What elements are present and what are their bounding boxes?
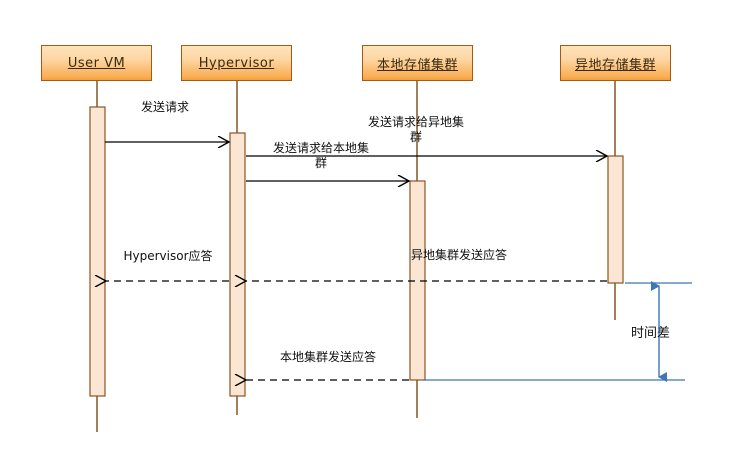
participant-label-user-vm: User VM	[67, 55, 126, 71]
message-label-m6: 本地集群发送应答	[279, 350, 376, 364]
participant-label-hypervisor: Hypervisor	[198, 55, 275, 71]
participant-local-cluster[interactable]: 本地存储集群	[362, 45, 473, 81]
participant-user-vm[interactable]: User VM	[41, 45, 152, 81]
message-label-m1: 发送请求	[140, 100, 189, 114]
message-label-m4: 异地集群发送应答	[410, 248, 507, 262]
message-label-m3: 发送请求给本地集 群	[272, 141, 369, 170]
activation-hypervisor	[229, 132, 246, 397]
activation-user-vm	[89, 106, 106, 397]
time-difference-label: 时间差	[631, 326, 671, 341]
participant-label-remote-cluster: 异地存储集群	[574, 57, 656, 73]
participant-remote-cluster[interactable]: 异地存储集群	[560, 45, 671, 81]
message-label-m5: Hypervisor应答	[123, 249, 213, 263]
time-difference-annotation	[423, 281, 692, 382]
message-label-m2: 发送请求给异地集 群	[367, 115, 464, 144]
participant-hypervisor[interactable]: Hypervisor	[181, 45, 292, 81]
activation-remote-cluster	[607, 155, 624, 284]
participant-label-local-cluster: 本地存储集群	[376, 57, 458, 73]
